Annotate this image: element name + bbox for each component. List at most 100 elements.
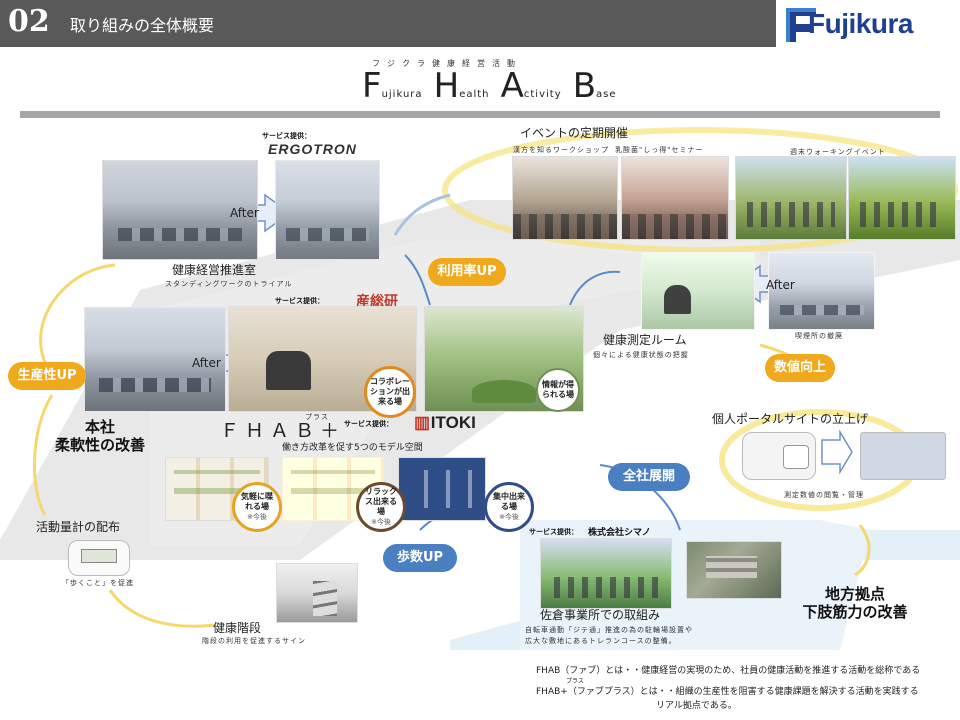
itoki-brand-text: ITOKI [430, 413, 476, 432]
pedometer-photo [68, 540, 130, 576]
workshop-photo [512, 156, 618, 240]
ergotron-brand: ERGOTRON [268, 141, 357, 157]
portal-device-photo [742, 432, 816, 480]
pedometer-title: 活動量計の配布 [36, 520, 121, 534]
usage-rate-badge: 利用率UP [428, 258, 506, 286]
focus-circle-label: 集中出来る場 [493, 492, 525, 511]
sakura-aerial-photo [686, 541, 782, 599]
stairs-caption: 階段の利用を促進するサイン [202, 637, 306, 645]
regional-title-line2: 下肢筋力の改善 [802, 603, 908, 621]
portal-caption: 測定数値の閲覧・管理 [784, 491, 864, 499]
connector-events [393, 193, 451, 236]
focus-circle: 集中出来る場 ※今後 [484, 482, 534, 532]
hq-service-label: サービス提供： [275, 297, 324, 305]
events-caption-walking: 週末ウォーキングイベント [790, 148, 886, 156]
slide-number: 02 [8, 4, 50, 39]
pedometer-screen-icon [81, 549, 117, 563]
casual-circle-label: 気軽に喋れる場 [241, 492, 273, 511]
fhab-rest-a: ctivity [523, 89, 562, 100]
logo-text: Fujikura [808, 8, 913, 39]
fhab-ruby: フジクラ健康経営活動 [372, 59, 522, 68]
regional-title: 地方拠点 下肢筋力の改善 [790, 585, 920, 621]
footnote-fhab-plus-cont: リアル拠点である。 [656, 701, 737, 711]
hq-before-photo [84, 307, 226, 412]
shimano-provider: 株式会社シマノ [588, 528, 651, 538]
company-wide-badge: 全社展開 [608, 463, 690, 491]
values-badge: 数値向上 [765, 354, 835, 382]
sakura-caption-line1: 自転車通勤「ジテ通」推進の為の駐輪場設置や [525, 626, 693, 634]
fhab-initial-f: F [362, 66, 382, 106]
relax-circle: リラックス出来る場※今後 [356, 482, 406, 532]
aist-brand: 産総研 [356, 293, 398, 309]
fhab-plus-ruby: プラス [305, 413, 329, 421]
connector-pedometer-stairs [108, 589, 216, 628]
floorplan-focus [398, 457, 486, 521]
portal-title: 個人ポータルサイトの立上げ [712, 412, 869, 426]
relax-circle-label: リラックス出来る場 [365, 487, 397, 516]
fhab-plus-name: ＦＨＡＢ＋ [220, 420, 346, 442]
fhab-rest-b: ase [596, 89, 617, 100]
standing-caption: スタンディングワークのトライアル [165, 280, 293, 288]
fhab-initial-h: H [433, 66, 460, 106]
fhab-rest-h: ealth [459, 89, 490, 100]
fhab-initial-a: A [500, 66, 524, 106]
standing-after-label: After [230, 206, 259, 220]
walking-photo-2 [848, 156, 956, 240]
hq-title-line1: 本社 [84, 418, 115, 436]
fhab-rest-f: ujikura [381, 89, 423, 100]
connector-regional [854, 524, 871, 577]
fhab-initial-b: B [572, 66, 597, 106]
connector-productivity-bottom [33, 394, 54, 516]
footnote-ruby-plus: プラス [566, 678, 584, 685]
collab-circle: コラボレーションが出来る場 [364, 366, 416, 418]
connector-productivity-top [39, 263, 116, 376]
heading-divider [20, 111, 940, 118]
stairs-title: 健康階段 [213, 621, 262, 635]
seminar-photo [621, 156, 729, 240]
smoking-after-label: After [766, 278, 795, 292]
standing-desk-photo [275, 160, 380, 260]
events-caption-workshop: 漢方を知るワークショップ [513, 146, 609, 154]
sakura-service-label: サービス提供： [529, 528, 578, 536]
fhab-plus-green-photo [424, 306, 584, 412]
connector-measurement [569, 270, 621, 306]
sakura-caption-line2: 広大な敷地にあるトレランコースの整備。 [525, 637, 677, 645]
hq-after-label: After [192, 356, 221, 370]
focus-circle-note: ※今後 [499, 513, 519, 521]
slide-title: 取り組みの全体概要 [70, 16, 215, 35]
slide-header [0, 0, 776, 47]
measurement-room-photo [641, 252, 755, 330]
stairs-photo [276, 563, 358, 623]
itoki-service-label: サービス提供： [344, 420, 393, 428]
standing-service-label: サービス提供： [262, 132, 311, 140]
footnote-fhab-plus: FHAB+（ファブプラス）とは・・組織の生産性を阻害する健康課題を解決する活動を… [536, 687, 919, 697]
walking-photo-1 [735, 156, 847, 240]
portal-arrow [821, 429, 853, 475]
pedometer-device-icon [783, 445, 809, 469]
pedometer-caption: 「歩くこと」を促進 [62, 579, 134, 587]
smoking-area-photo [768, 252, 875, 330]
events-caption-seminar: 乳酸菌"しっ得"セミナー [615, 146, 704, 154]
hq-title-line2: 柔軟性の改善 [54, 436, 145, 454]
info-circle-label: 情報が得られる場 [542, 380, 574, 399]
connector-usage-rate [404, 254, 431, 306]
footnotes: FHAB（ファブ）とは・・健康経営の実現のため、社員の健康活動を推進する活動を総… [536, 664, 960, 713]
measurement-title: 健康測定ルーム [603, 333, 687, 347]
office-before-photo [102, 160, 258, 260]
casual-circle-note: ※今後 [247, 513, 267, 521]
standing-title: 健康経営推進室 [172, 263, 257, 277]
info-circle: 情報が得られる場 [536, 368, 580, 412]
itoki-brand: ▥ ITOKI [414, 413, 476, 432]
hq-title: 本社 柔軟性の改善 [40, 418, 160, 454]
bicycle-parking-photo [540, 538, 672, 609]
fujikura-logo [778, 0, 960, 47]
smoking-caption: 喫煙所の撤廃 [795, 332, 843, 340]
productivity-badge: 生産性UP [8, 362, 86, 390]
collab-circle-label: コラボレーションが出来る場 [370, 377, 410, 406]
regional-title-line1: 地方拠点 [824, 585, 885, 603]
steps-badge: 歩数UP [383, 544, 457, 572]
casual-circle: 気軽に喋れる場 ※今後 [232, 482, 282, 532]
fhab-full-name: Fujikura Health Activity Base [362, 66, 623, 106]
measurement-caption: 個々による健康状態の把握 [593, 351, 689, 359]
events-title: イベントの定期開催 [520, 126, 629, 140]
